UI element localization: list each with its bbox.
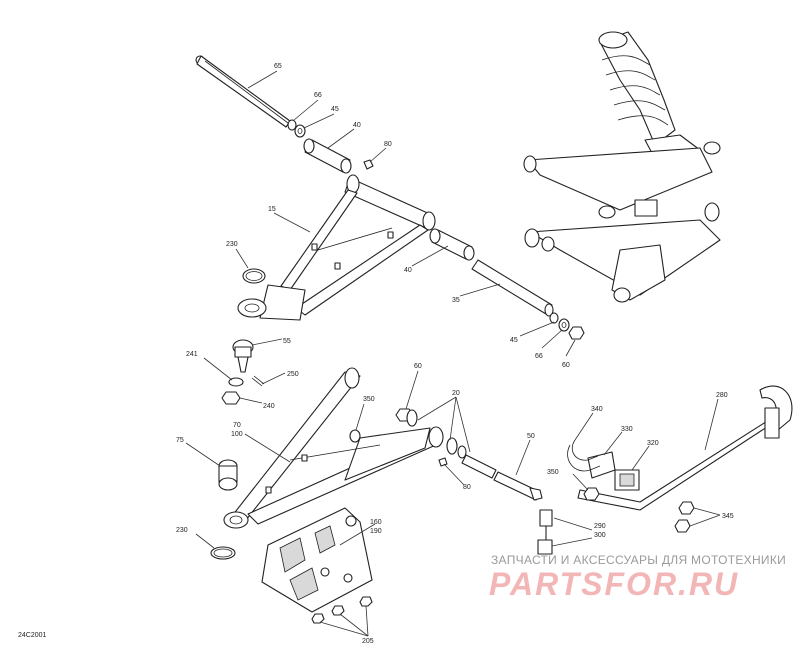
callout-320: 320 (647, 440, 659, 447)
callout-80-lower: 80 (463, 484, 471, 491)
watermark-subtitle: ЗАПЧАСТИ И АКСЕССУАРЫ ДЛЯ МОТОТЕХНИКИ (491, 553, 787, 567)
bushing-20-left (406, 409, 418, 427)
upper-washer-66 (287, 119, 297, 131)
callout-20: 20 (452, 390, 460, 397)
callout-40-upper: 40 (353, 122, 361, 129)
callout-50: 50 (527, 433, 535, 440)
upper-bushing-40 (303, 138, 352, 174)
washer-66 (558, 318, 570, 332)
castle-nut-241 (228, 377, 244, 387)
grease-nipple-80-lower (438, 457, 448, 467)
grease-nipple-80 (363, 159, 374, 170)
callout-350-lower: 350 (363, 396, 375, 403)
ball-joint-75 (218, 459, 238, 491)
callout-75: 75 (176, 437, 184, 444)
callout-280: 280 (716, 392, 728, 399)
nut-240 (221, 391, 241, 405)
callout-70: 70 (233, 422, 241, 429)
nuts-345 (674, 501, 695, 533)
callout-230-lower: 230 (176, 527, 188, 534)
rear-upper-arm (523, 141, 721, 219)
callout-60-lower: 60 (414, 363, 422, 370)
nut-60 (568, 326, 585, 340)
rear-lower-arm (524, 199, 721, 303)
callout-45-lower: 45 (510, 337, 518, 344)
callout-100: 100 (231, 431, 243, 438)
bushing-20-right (446, 437, 467, 459)
callout-35: 35 (452, 297, 460, 304)
sleeve-350 (349, 429, 361, 443)
sway-link-290-300 (537, 509, 553, 555)
lower-a-arm (223, 367, 444, 529)
upper-a-arm (237, 174, 436, 321)
bracket-330 (587, 451, 616, 479)
callout-15: 15 (268, 206, 276, 213)
callout-230-upper: 230 (226, 241, 238, 248)
callout-340: 340 (591, 406, 603, 413)
leader-lines (185, 70, 721, 637)
callout-300: 300 (594, 532, 606, 539)
sway-bar-280 (577, 385, 793, 511)
callout-240: 240 (263, 403, 275, 410)
upper-washer-45 (294, 124, 306, 138)
callout-190: 190 (370, 528, 382, 535)
circlip-230-upper (242, 268, 266, 284)
ball-joint-55 (232, 339, 254, 373)
u-clamp-340 (567, 439, 601, 472)
callout-290: 290 (594, 523, 606, 530)
watermark-brand-logo: PartsFor.ru (489, 566, 740, 602)
callout-45-upper: 45 (331, 106, 339, 113)
callout-350-sway: 350 (547, 469, 559, 476)
bolts-205 (311, 596, 373, 624)
diagram-code: 24C2001 (18, 632, 47, 639)
bolt-50-assembly (461, 454, 543, 501)
callout-330: 330 (621, 426, 633, 433)
nut-350-sway (583, 487, 600, 501)
callout-205: 205 (362, 638, 374, 645)
sleeve-bushing-40 (429, 228, 475, 261)
callout-80-upper: 80 (384, 141, 392, 148)
callout-160: 160 (370, 519, 382, 526)
skid-plate (261, 507, 373, 613)
cotter-pin-250 (251, 375, 265, 387)
callout-66-upper: 66 (314, 92, 322, 99)
callout-60-upper: 60 (562, 362, 570, 369)
callout-66-lower: 66 (535, 353, 543, 360)
callout-241: 241 (186, 351, 198, 358)
callout-250: 250 (287, 371, 299, 378)
callout-345: 345 (722, 513, 734, 520)
washer-45 (549, 312, 559, 324)
callout-40-lower: 40 (404, 267, 412, 274)
upper-pivot-bolt (195, 55, 291, 128)
spacer-sleeve-35 (471, 259, 554, 317)
sway-bar-bushing-320 (614, 469, 640, 491)
callout-55: 55 (283, 338, 291, 345)
circlip-230-lower (210, 546, 236, 560)
callout-65: 65 (274, 63, 282, 70)
